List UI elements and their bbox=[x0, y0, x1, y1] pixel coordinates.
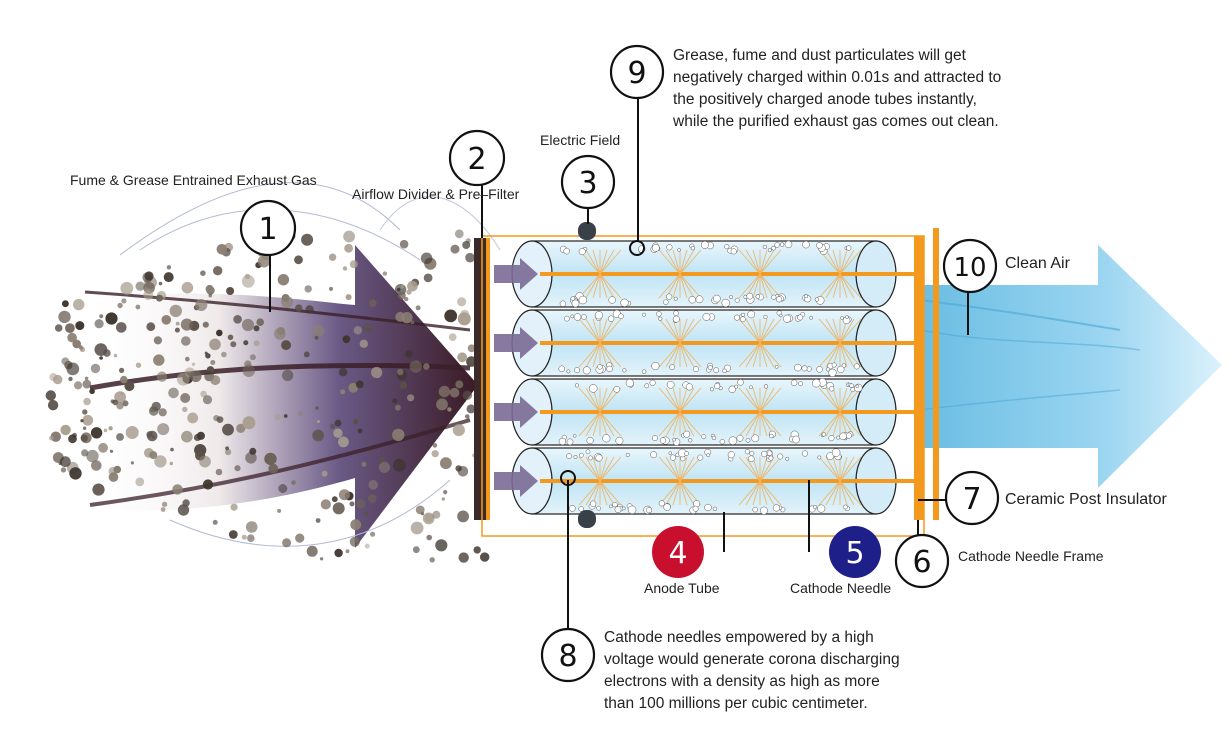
description-8-line: than 100 millions per cubic centimeter. bbox=[604, 695, 868, 712]
svg-text:4: 4 bbox=[668, 536, 687, 571]
label-anode-tube: Anode Tube bbox=[644, 580, 720, 596]
exhaust-gas-arrow bbox=[80, 182, 501, 548]
svg-text:5: 5 bbox=[845, 536, 864, 571]
description-9: Grease, fume and dust particulates will … bbox=[673, 45, 1001, 133]
svg-text:2: 2 bbox=[467, 142, 486, 177]
svg-text:8: 8 bbox=[558, 639, 577, 674]
badge-2: 2 bbox=[448, 129, 506, 187]
svg-text:9: 9 bbox=[627, 56, 646, 91]
label-cathode-needle-frame: Cathode Needle Frame bbox=[958, 548, 1104, 564]
svg-text:7: 7 bbox=[962, 482, 981, 517]
label-airflow-divider: Airflow Divider & Pre–Filter bbox=[352, 186, 520, 202]
badge-3: 3 bbox=[560, 154, 616, 210]
cathode-needle-frame bbox=[914, 228, 939, 520]
badge-7: 7 bbox=[944, 470, 1000, 526]
description-8-line: Cathode needles empowered by a high bbox=[604, 629, 874, 646]
anode-tube bbox=[494, 447, 916, 515]
cathode-needle-rod bbox=[540, 341, 916, 345]
svg-text:1: 1 bbox=[258, 212, 277, 247]
badge-5: 5 bbox=[829, 526, 881, 578]
svg-text:10: 10 bbox=[953, 253, 986, 283]
label-electric-field: Electric Field bbox=[540, 132, 621, 148]
anode-tube bbox=[494, 240, 916, 308]
svg-text:3: 3 bbox=[578, 166, 597, 201]
cathode-needle-rod bbox=[540, 410, 916, 414]
badge-8: 8 bbox=[540, 627, 596, 683]
description-8-line: electrons with a density as high as more bbox=[604, 673, 880, 690]
badge-4: 4 bbox=[652, 526, 704, 578]
particle-callout-dot bbox=[629, 240, 645, 256]
cathode-needle-rod bbox=[540, 272, 916, 276]
description-9-line: negatively charged within 0.01s and attr… bbox=[673, 69, 1002, 86]
badge-9: 9 bbox=[609, 44, 665, 100]
label-fume-grease: Fume & Grease Entrained Exhaust Gas bbox=[70, 172, 317, 188]
label-clean-air: Clean Air bbox=[1005, 255, 1070, 272]
description-8: Cathode needles empowered by a high volt… bbox=[604, 627, 900, 715]
description-8-line: voltage would generate corona dischargin… bbox=[604, 651, 900, 668]
label-cathode-needle: Cathode Needle bbox=[790, 580, 892, 596]
anode-tube bbox=[494, 378, 916, 446]
leader-lines bbox=[269, 96, 969, 630]
badge-1: 1 bbox=[239, 199, 297, 257]
clean-air-arrow bbox=[919, 245, 1222, 488]
airflow-divider-pre-filter bbox=[474, 238, 490, 520]
anode-tube bbox=[494, 309, 916, 377]
particulate-cloud bbox=[45, 229, 490, 563]
electric-field-terminal bbox=[578, 222, 596, 528]
anode-tubes bbox=[494, 240, 916, 515]
needle-callout-dot bbox=[560, 470, 576, 486]
description-9-line: while the purified exhaust gas comes out… bbox=[673, 113, 999, 130]
label-ceramic-post-insulator: Ceramic Post Insulator bbox=[1005, 491, 1167, 508]
description-9-line: the positively charged anode tubes insta… bbox=[673, 91, 977, 108]
description-9-line: Grease, fume and dust particulates will … bbox=[673, 47, 966, 64]
badge-6: 6 bbox=[894, 533, 950, 589]
cathode-needle-rod bbox=[540, 479, 916, 483]
svg-text:6: 6 bbox=[912, 545, 931, 580]
badge-10: 10 bbox=[942, 238, 998, 294]
